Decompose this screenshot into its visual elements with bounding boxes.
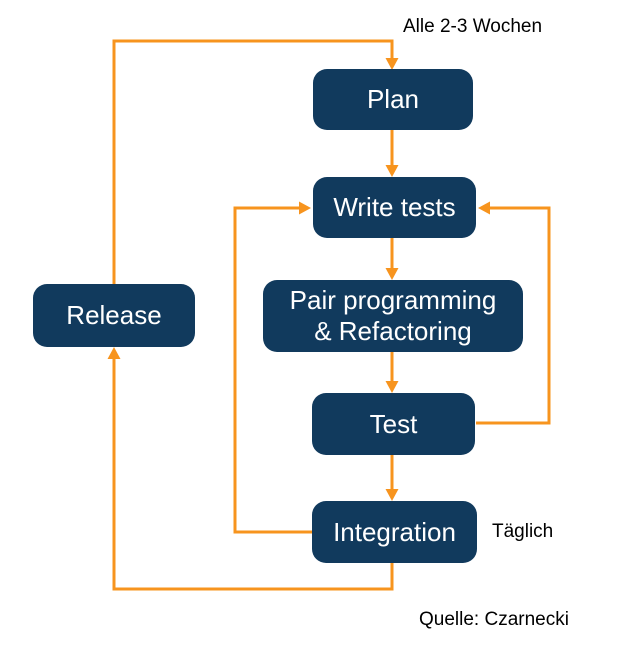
arrow-write-tests-to-pair	[385, 238, 399, 280]
arrow-release-to-plan-line	[112, 39, 394, 284]
arrow-release-to-plan-head	[385, 58, 399, 70]
arrow-integration-to-release-head	[107, 347, 121, 359]
arrow-plan-to-write-tests	[385, 130, 399, 177]
arrow-pair-to-test-head	[385, 381, 399, 393]
arrow-test-to-integration-head	[385, 489, 399, 501]
arrow-pair-to-test	[385, 352, 399, 393]
arrow-integration-to-release	[107, 347, 394, 591]
arrow-integration-to-write-tests	[233, 201, 312, 534]
arrow-integration-to-release-line	[112, 359, 394, 591]
arrow-write-tests-to-pair-head	[385, 268, 399, 280]
cycle-interval-label: Alle 2-3 Wochen	[403, 16, 543, 37]
arrow-test-to-write-tests-line	[476, 206, 551, 425]
arrow-test-to-write-tests	[476, 201, 551, 425]
node-integration: Integration	[312, 501, 477, 563]
arrow-plan-to-write-tests-head	[385, 165, 399, 177]
node-write-tests: Write tests	[313, 177, 476, 238]
daily-label: Täglich	[492, 521, 554, 542]
arrow-test-to-integration	[385, 455, 399, 501]
arrow-release-to-plan	[112, 39, 399, 284]
source-credit-label: Quelle: Czarnecki	[419, 609, 569, 630]
arrow-integration-to-write-tests-head	[299, 201, 311, 215]
node-plan: Plan	[313, 69, 473, 130]
arrow-integration-to-write-tests-line	[233, 206, 312, 534]
node-release: Release	[33, 284, 195, 347]
node-test: Test	[312, 393, 475, 455]
arrow-test-to-write-tests-head	[478, 201, 490, 215]
node-pair-programming: Pair programming & Refactoring	[263, 280, 523, 352]
